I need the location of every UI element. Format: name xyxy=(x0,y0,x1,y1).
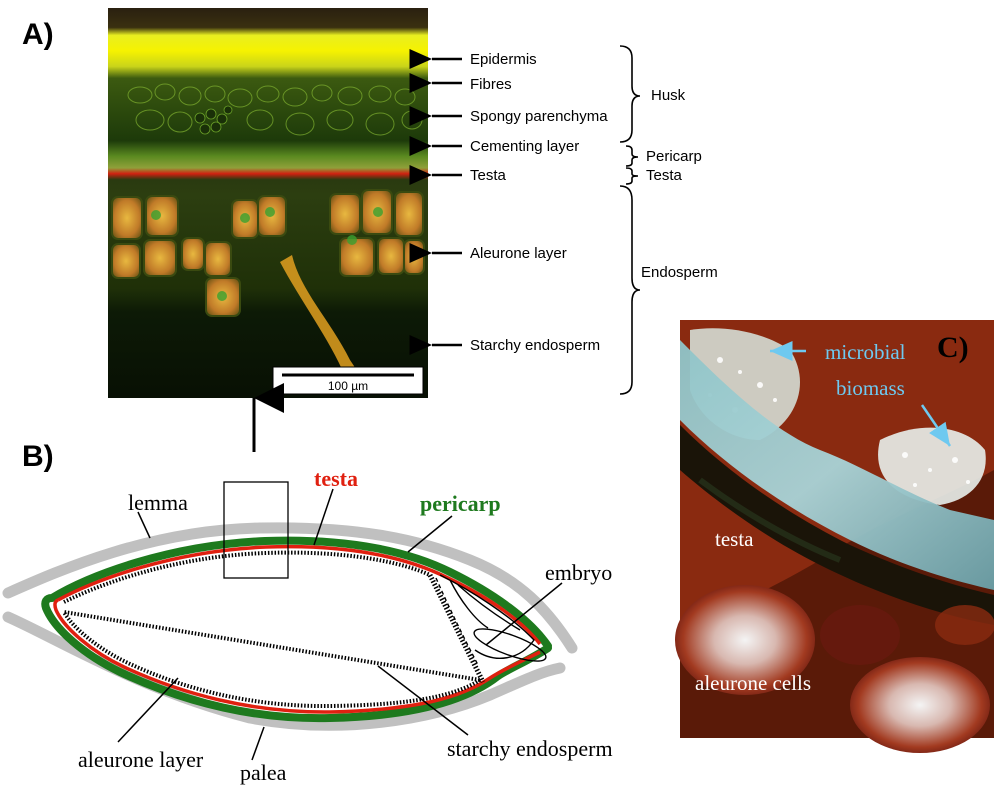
group-label-husk: Husk xyxy=(651,87,686,104)
panel-label-a: A) xyxy=(22,18,54,51)
c-label-aleurone-cells: aleurone cells xyxy=(695,671,811,695)
layer-label-starchy-endosperm: Starchy endosperm xyxy=(470,337,600,354)
c-label-testa: testa xyxy=(715,527,754,551)
group-label-pericarp: Pericarp xyxy=(646,148,702,165)
aleurone-layer xyxy=(64,553,480,706)
layer-arrows xyxy=(432,59,462,345)
panel-label-c: C) xyxy=(937,331,969,364)
layer-label-testa: Testa xyxy=(470,167,507,184)
scale-bar-label: 100 µm xyxy=(328,379,368,393)
c-label-biomass: biomass xyxy=(836,376,905,400)
panel-label-b: B) xyxy=(22,440,54,473)
b-label-testa: testa xyxy=(314,466,358,491)
b-label-pericarp: pericarp xyxy=(420,491,501,516)
grain-diagram xyxy=(8,482,572,725)
layer-label-aleurone-layer: Aleurone layer xyxy=(470,245,567,262)
b-label-palea: palea xyxy=(240,760,287,785)
b-label-embryo: embryo xyxy=(545,560,612,585)
b-label-aleurone-layer: aleurone layer xyxy=(78,747,204,772)
group-label-endosperm: Endosperm xyxy=(641,264,718,281)
layer-label-epidermis: Epidermis xyxy=(470,51,537,68)
group-label-testa: Testa xyxy=(646,167,683,184)
layer-label-spongy-parenchyma: Spongy parenchyma xyxy=(470,108,608,125)
group-braces xyxy=(620,46,640,394)
micrograph-a: 100 µm xyxy=(108,8,428,398)
c-label-microbial: microbial xyxy=(825,340,906,364)
b-label-lemma: lemma xyxy=(128,490,188,515)
layer-label-fibres: Fibres xyxy=(470,76,512,93)
b-label-starchy-endosperm: starchy endosperm xyxy=(447,736,613,761)
layer-label-cementing-layer: Cementing layer xyxy=(470,138,579,155)
